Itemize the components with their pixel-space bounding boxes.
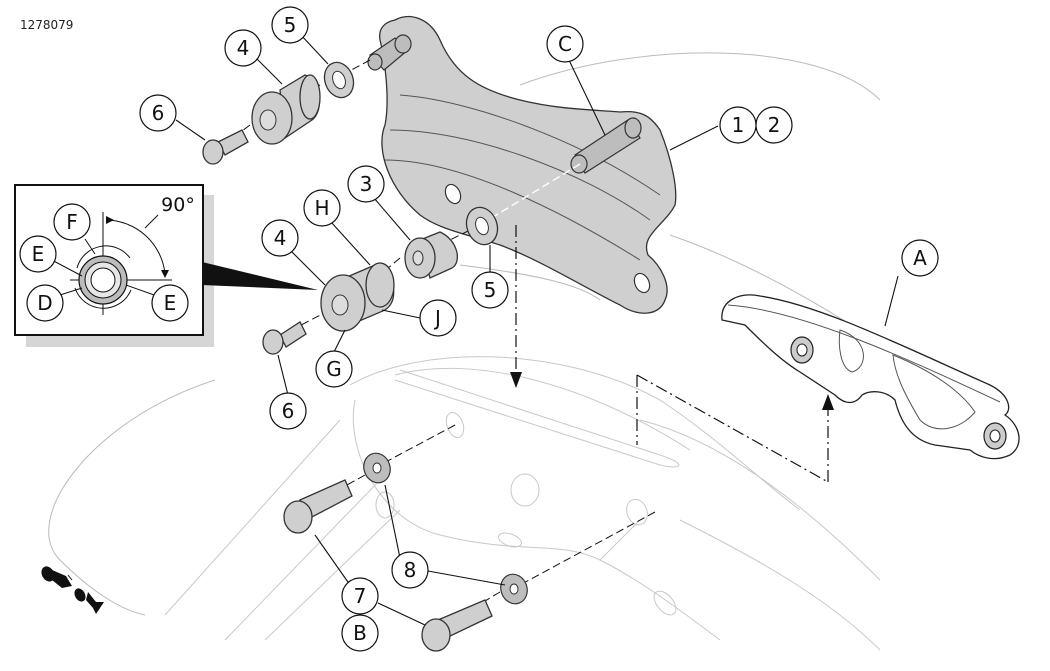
svg-text:G: G (326, 357, 342, 381)
svg-text:5: 5 (484, 278, 497, 302)
svg-text:7: 7 (354, 584, 367, 608)
callout-A: A (901, 239, 939, 277)
svg-text:6: 6 (152, 101, 165, 125)
bolt-part-7-lower (421, 599, 493, 652)
svg-text:D: D (37, 291, 52, 315)
installation-guide-lines (510, 225, 834, 483)
screw-part-6-mid (262, 321, 307, 355)
motorcycle-direction-icon (41, 566, 104, 614)
callout-4-top: 4 (224, 29, 262, 67)
detail-view-inset: 90° F E D E (14, 184, 318, 347)
leader-lines (175, 33, 899, 626)
callout-8: 8 (391, 551, 429, 589)
bolt-part-7-upper (283, 479, 353, 534)
svg-text:B: B (353, 621, 367, 645)
svg-text:A: A (913, 246, 927, 270)
svg-text:3: 3 (360, 172, 373, 196)
callout-C: C (546, 25, 584, 63)
callout-3: 3 (347, 165, 385, 203)
svg-text:E: E (32, 242, 45, 266)
svg-text:C: C (558, 32, 572, 56)
callout-B: B (341, 614, 379, 652)
bracket-part-1-2 (367, 16, 677, 314)
svg-text:5: 5 (284, 13, 297, 37)
callout-6-bottom: 6 (269, 392, 307, 430)
detail-label-E-right: E (151, 284, 189, 322)
figure-id: 1278079 (20, 18, 74, 32)
svg-text:J: J (433, 306, 441, 330)
arrow-up-icon (822, 394, 834, 410)
svg-text:4: 4 (274, 226, 287, 250)
washer-part-5-top (323, 61, 355, 99)
callout-6-top: 6 (139, 94, 177, 132)
callout-1: 1 (719, 106, 757, 144)
arrow-down-icon (510, 372, 522, 388)
washer-part-5-mid (465, 206, 499, 246)
callout-5-mid: 5 (471, 271, 509, 309)
callout-5-top: 5 (271, 6, 309, 44)
svg-text:E: E (164, 291, 177, 315)
washer-part-8-upper (363, 452, 391, 484)
screw-part-6-top (202, 129, 249, 165)
bushing-part-4-top (251, 74, 321, 145)
svg-text:4: 4 (237, 36, 250, 60)
svg-text:F: F (66, 210, 78, 234)
svg-text:8: 8 (404, 558, 417, 582)
detail-label-E-left: E (19, 235, 57, 273)
callout-2: 2 (755, 106, 793, 144)
callout-H: H (303, 189, 341, 227)
callout-4-mid: 4 (261, 219, 299, 257)
svg-text:6: 6 (282, 399, 295, 423)
angle-label: 90° (161, 194, 195, 216)
svg-text:2: 2 (768, 113, 781, 137)
callout-7: 7 (341, 577, 379, 615)
callout-G: G (315, 350, 353, 388)
guide-part-A (721, 294, 1020, 460)
bushing-part-4-mid (320, 262, 395, 332)
callout-J: J (419, 299, 457, 337)
washer-part-8-lower (500, 573, 528, 605)
detail-label-D: D (26, 284, 64, 322)
svg-text:1: 1 (732, 113, 745, 137)
detail-pointer (202, 262, 318, 290)
spacer-part-3 (404, 231, 458, 279)
svg-text:H: H (314, 196, 329, 220)
detail-label-F: F (53, 203, 91, 241)
